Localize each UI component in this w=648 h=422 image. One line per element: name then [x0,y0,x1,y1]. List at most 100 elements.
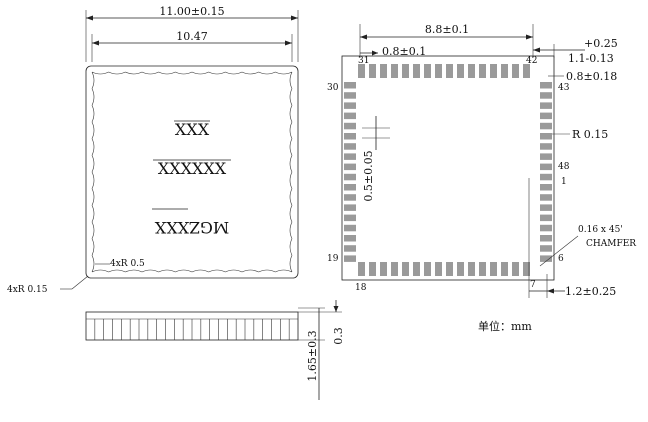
pad [369,262,376,276]
pad [344,214,356,222]
pad [523,64,530,78]
pad [344,92,356,99]
pad [344,173,356,181]
pad [540,255,552,262]
pad [344,82,356,89]
pad [344,255,356,262]
edge-dimension-label: 1.2±0.25 [565,285,616,298]
pad [435,262,442,276]
pad [424,262,431,276]
pad [540,102,552,109]
pad [344,133,356,140]
pin-label-18: 18 [355,283,367,293]
pad [512,64,519,78]
pad [468,64,475,78]
pad [402,262,409,276]
pad [344,235,356,242]
pad [344,163,356,171]
pin-label-48: 48 [558,162,570,172]
pad [490,64,497,78]
pad [344,112,356,120]
pin-label-43: 43 [558,83,570,93]
pad [540,224,552,232]
pin-label-6: 6 [558,254,564,264]
pad [344,184,356,191]
pad [540,92,552,99]
offset-dimension-label: 1.1-0.13 [568,52,614,65]
marking-line-2: XXXXXX [158,159,227,178]
castellated-edge [91,71,293,273]
top-view: 11.00±0.15 10.47 XXX XXXXXX MGZXXX 4xR 0… [7,5,299,295]
pad [358,64,365,78]
pad [540,82,552,89]
pad [540,133,552,140]
pad [540,194,552,201]
pad [391,64,398,78]
pad [344,245,356,252]
pad [369,64,376,78]
pad [540,245,552,252]
marking-line-3: MGZXXX [154,218,229,237]
pad [540,184,552,191]
height-dimension-label: 1.65±0.3 [306,330,319,381]
pad [457,64,464,78]
pad [540,214,552,222]
pad [391,262,398,276]
pad [540,204,552,211]
pad [446,64,453,78]
pitch-dimension-label: 0.5±0.05 [362,150,375,201]
pad [435,64,442,78]
pad [413,64,420,78]
bottom-view: 8.8±0.1 0.8±0.1 +0.25 1.1-0.13 0.8±0.18 … [327,23,636,298]
package-outline [85,65,299,279]
pad [540,122,552,130]
pin-label-7: 7 [530,280,536,290]
pad [380,262,387,276]
pin-width-label: 0.8±0.1 [382,45,426,58]
pad [344,143,356,150]
pad [424,64,431,78]
pad [446,262,453,276]
pad [523,262,530,276]
width-dimension-label: 11.00±0.15 [159,5,224,18]
pad [540,143,552,150]
pad [512,262,519,276]
span-dimension-label: 8.8±0.1 [425,23,469,36]
pad [344,102,356,109]
side-view: 1.65±0.3 0.3 [85,300,345,400]
pad [344,224,356,232]
pad [344,122,356,130]
inner-dimension-label: 10.47 [176,30,208,43]
pad [344,153,356,160]
pad [358,262,365,276]
pad [490,262,497,276]
pad-array [344,64,552,276]
pad [540,163,552,171]
pad [402,64,409,78]
pad [413,262,420,276]
inner-radius-label: 4xR 0.5 [110,259,145,269]
pad [468,262,475,276]
pin-label-42: 42 [526,56,537,66]
pad [501,262,508,276]
pad [344,204,356,211]
pad-length-label: 0.8±0.18 [566,70,617,83]
pin-label-30: 30 [327,83,339,93]
pad [380,64,387,78]
standoff-dimension-label: 0.3 [332,327,345,345]
pad-radius-label: R 0.15 [572,128,608,141]
pad [540,112,552,120]
pin-label-19: 19 [327,254,339,264]
pad [501,64,508,78]
offset-plus-label: +0.25 [584,37,618,50]
pad [479,64,486,78]
pad [479,262,486,276]
pin-label-31: 31 [358,56,369,66]
chamfer-text-label: CHAMFER [586,239,636,249]
pad [457,262,464,276]
outer-radius-label: 4xR 0.15 [7,285,48,295]
pad [540,153,552,160]
marking-line-1: XXX [175,120,210,139]
pad [540,173,552,181]
